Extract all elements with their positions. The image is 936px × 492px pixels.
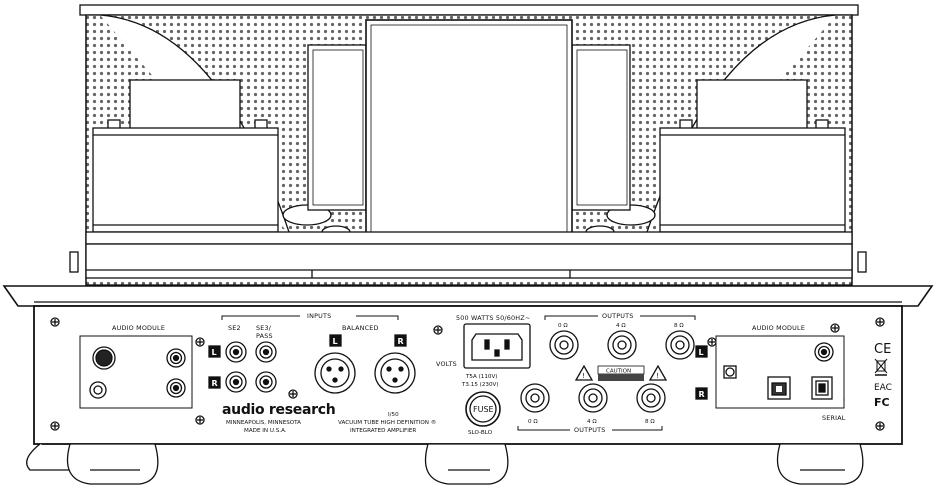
serial-label: SERIAL	[822, 414, 846, 422]
se3-pass-label-1: SE3/	[256, 324, 272, 332]
audio-module-left-label: AUDIO MODULE	[112, 324, 165, 332]
input-left-badge: L	[212, 348, 217, 357]
rca-jack-left-bottom[interactable]	[166, 378, 186, 398]
volts-label: VOLTS	[436, 360, 457, 368]
inputs-label: INPUTS	[307, 312, 331, 320]
power-rating-label: 500 WATTS 50/60HZ~	[456, 314, 530, 322]
caution-text: CAUTION	[606, 369, 631, 375]
chassis-deck	[69, 231, 867, 279]
fuse-rating-110: T5A (110V)	[465, 374, 497, 380]
warning-icon-right: !	[656, 372, 659, 380]
speaker-post-top-0[interactable]	[549, 330, 579, 360]
se3-pass-label-2: PASS	[256, 332, 273, 340]
city-label: MINNEAPOLIS, MINNESOTA	[226, 420, 301, 426]
transformer-left	[92, 79, 279, 233]
out-top-0-label: 0 Ω	[558, 323, 568, 329]
speaker-post-bottom-0[interactable]	[520, 383, 550, 413]
rca-se3-left[interactable]	[255, 341, 277, 363]
certification-marks: CE EAC FC	[874, 342, 892, 409]
top-plate	[2, 285, 934, 307]
warning-icon-left: !	[582, 372, 585, 380]
speaker-post-bottom-4[interactable]	[578, 383, 608, 413]
fuse-label: FUSE	[473, 405, 494, 414]
xlr-input-left[interactable]	[314, 352, 356, 394]
weee-bin-icon	[874, 358, 888, 376]
xlr-right-badge: R	[398, 337, 404, 346]
xlr-left-badge: L	[333, 337, 338, 346]
rca-se2-left[interactable]	[225, 341, 247, 363]
description-line-1: VACUUM TUBE HIGH DEFINITION ®	[338, 419, 436, 426]
brand-logo: audio research	[222, 402, 335, 418]
fuse-rating-230: T3.15 (230V)	[461, 382, 499, 388]
out-bottom-0-label: 0 Ω	[528, 419, 538, 425]
module-switch-icon[interactable]	[723, 365, 737, 379]
speaker-post-bottom-8[interactable]	[636, 383, 666, 413]
fuse-type-label: SLO-BLO	[468, 430, 493, 436]
speaker-post-top-8[interactable]	[665, 330, 695, 360]
fcc-mark: FC	[874, 396, 890, 409]
center-transformer-cover	[365, 19, 573, 239]
caution-label: ! CAUTION !	[574, 364, 668, 381]
outputs-top-label: OUTPUTS	[602, 312, 634, 320]
balanced-label: BALANCED	[342, 324, 379, 332]
made-in-label: MADE IN U.S.A.	[244, 428, 287, 434]
branding: audio research MINNEAPOLIS, MINNESOTA MA…	[222, 402, 436, 434]
vacuum-tubes	[307, 44, 631, 211]
optical-input-icon[interactable]	[811, 376, 833, 400]
feet	[66, 443, 864, 485]
power-knob-icon[interactable]	[92, 346, 116, 370]
outputs-section: OUTPUTS 0 Ω 4 Ω 8 Ω L ! CAUTION ! 0 Ω 4 …	[517, 312, 708, 434]
description-line-2: INTEGRATED AMPLIFIER	[350, 428, 416, 434]
se2-label: SE2	[228, 324, 241, 332]
power-section: 500 WATTS 50/60HZ~ VOLTS T5A (110V) T3.1…	[436, 314, 531, 436]
rca-jack-left-top[interactable]	[166, 348, 186, 368]
audio-module-right: AUDIO MODULE R SERIAL	[695, 324, 846, 422]
output-left-badge: L	[699, 348, 704, 357]
out-bottom-8-label: 8 Ω	[645, 419, 655, 425]
rca-se2-right[interactable]	[225, 371, 247, 393]
speaker-post-top-4[interactable]	[607, 330, 637, 360]
eac-mark: EAC	[874, 383, 892, 393]
outputs-bottom-label: OUTPUTS	[574, 426, 606, 434]
inputs-section: INPUTS SE2 SE3/ PASS BALANCED L R L R	[208, 312, 416, 394]
usb-b-port-icon[interactable]	[767, 376, 791, 400]
out-top-4-label: 4 Ω	[616, 323, 626, 329]
model-label: I/50	[388, 412, 399, 418]
ce-mark: CE	[874, 342, 891, 357]
fuse-holder[interactable]: FUSE	[465, 391, 501, 427]
coax-jack-right[interactable]	[814, 342, 834, 362]
input-right-badge: R	[212, 379, 218, 388]
out-bottom-4-label: 4 Ω	[587, 419, 597, 425]
audio-module-right-label: AUDIO MODULE	[752, 324, 805, 332]
out-top-8-label: 8 Ω	[674, 323, 684, 329]
rca-se3-right[interactable]	[255, 371, 277, 393]
xlr-input-right[interactable]	[374, 352, 416, 394]
module-right-badge: R	[699, 390, 705, 399]
iec-power-inlet[interactable]	[463, 323, 531, 369]
audio-module-left: AUDIO MODULE	[79, 324, 193, 409]
